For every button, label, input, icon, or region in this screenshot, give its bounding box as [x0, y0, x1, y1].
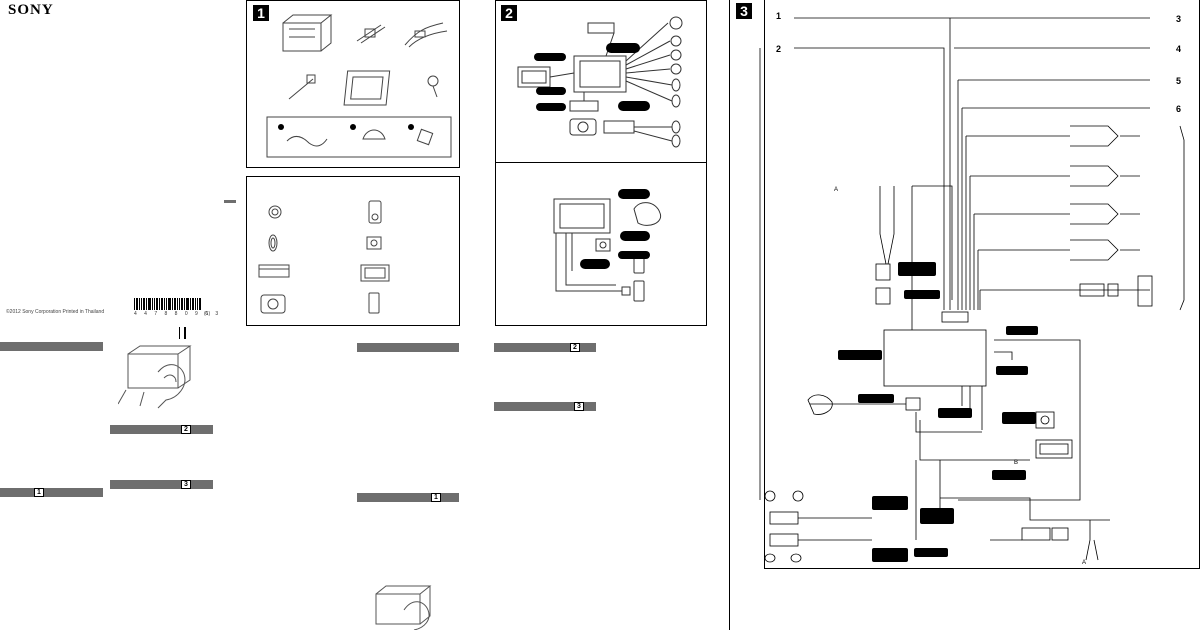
- connector-4-label: 4: [1176, 44, 1182, 54]
- wiring-diagram: [759, 17, 1185, 563]
- section-ref: 3: [181, 480, 191, 489]
- copyright-text: ©2012 Sony Corporation Printed in Thaila…: [6, 309, 105, 315]
- section-ref: 1: [34, 488, 44, 497]
- revision-mark: (1): [204, 311, 211, 317]
- cut-mark: [184, 327, 186, 339]
- sleeve-insert-illustration: [375, 585, 432, 630]
- figure-1-panel: 1: [246, 0, 460, 168]
- ref-b: B: [1014, 460, 1019, 466]
- barcode: [134, 298, 201, 310]
- section-bar: 2: [494, 343, 596, 352]
- figure-number: 3: [736, 3, 752, 19]
- figure-number: 1: [253, 5, 269, 21]
- legend-icons: [258, 200, 390, 314]
- connector-5-label: 5: [1176, 76, 1182, 86]
- component-legend-panel: [246, 176, 460, 326]
- figure-2-panel: 2: [495, 0, 707, 326]
- sleeve-insert-illustration: [118, 345, 192, 409]
- page-marker: [224, 200, 236, 203]
- section-ref: 2: [181, 425, 191, 434]
- section-bar: 3: [494, 402, 596, 411]
- divider: [496, 162, 706, 163]
- section-bar: 3: [110, 480, 213, 489]
- ref-a-bottom: A: [1082, 560, 1087, 566]
- connector-1-label: 1: [776, 11, 782, 21]
- cut-mark: [179, 327, 180, 339]
- barcode-number: 4 4 7 8 8 0 9 6 3: [134, 311, 222, 317]
- section-ref: 3: [574, 402, 584, 411]
- parts-illustrations: [266, 14, 452, 158]
- connector-6-label: 6: [1176, 104, 1182, 114]
- section-ref: 1: [431, 493, 441, 502]
- connector-3-label: 3: [1176, 14, 1182, 24]
- section-bar: 2: [110, 425, 213, 434]
- section-bar: 1: [0, 488, 103, 497]
- section-bar: [0, 342, 103, 351]
- figure-number: 2: [501, 5, 517, 21]
- connector-2-label: 2: [776, 44, 782, 54]
- sony-logo: SONY: [8, 2, 54, 18]
- connection-overview-diagram: [517, 16, 683, 302]
- section-bar: 1: [357, 493, 459, 502]
- section-bar: [357, 343, 459, 352]
- page-divider: [729, 0, 730, 630]
- ref-a-top: A: [834, 187, 839, 193]
- section-ref: 2: [570, 343, 580, 352]
